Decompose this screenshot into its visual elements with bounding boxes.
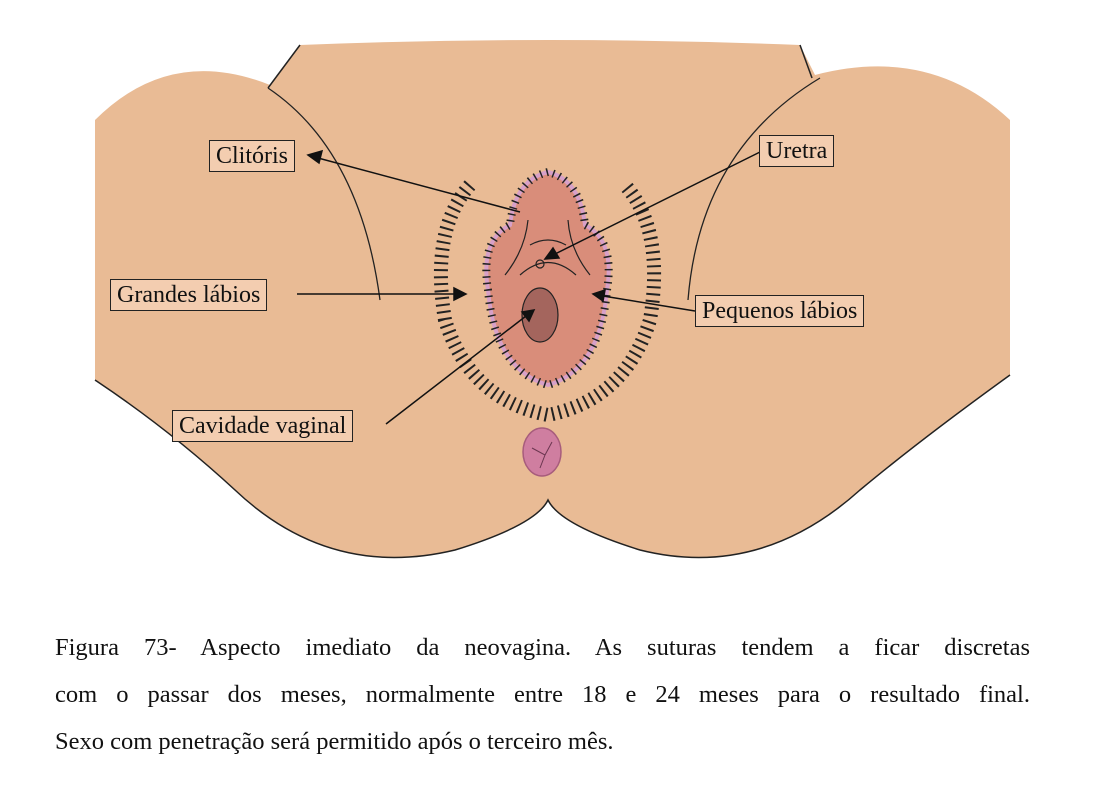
label-grandes-labios: Grandes lábios [110, 279, 268, 311]
anus [522, 427, 562, 477]
vulva [482, 167, 613, 390]
label-pequenos-labios: Pequenos lábios [695, 295, 865, 327]
vaginal-cavity [521, 287, 559, 343]
caption-line: com o passar dos meses, normalmente entr… [55, 681, 1030, 708]
label-clitoris: Clitóris [209, 140, 296, 172]
leader-arrows [297, 149, 761, 425]
figure-caption: Figura 73- Aspecto imediato da neovagina… [55, 624, 1030, 765]
caption-line: Sexo com penetração será permitido após … [55, 728, 614, 755]
label-cavidade-vaginal: Cavidade vaginal [172, 410, 354, 442]
label-uretra: Uretra [759, 135, 835, 167]
caption-line: Figura 73- Aspecto imediato da neovagina… [55, 634, 1030, 661]
